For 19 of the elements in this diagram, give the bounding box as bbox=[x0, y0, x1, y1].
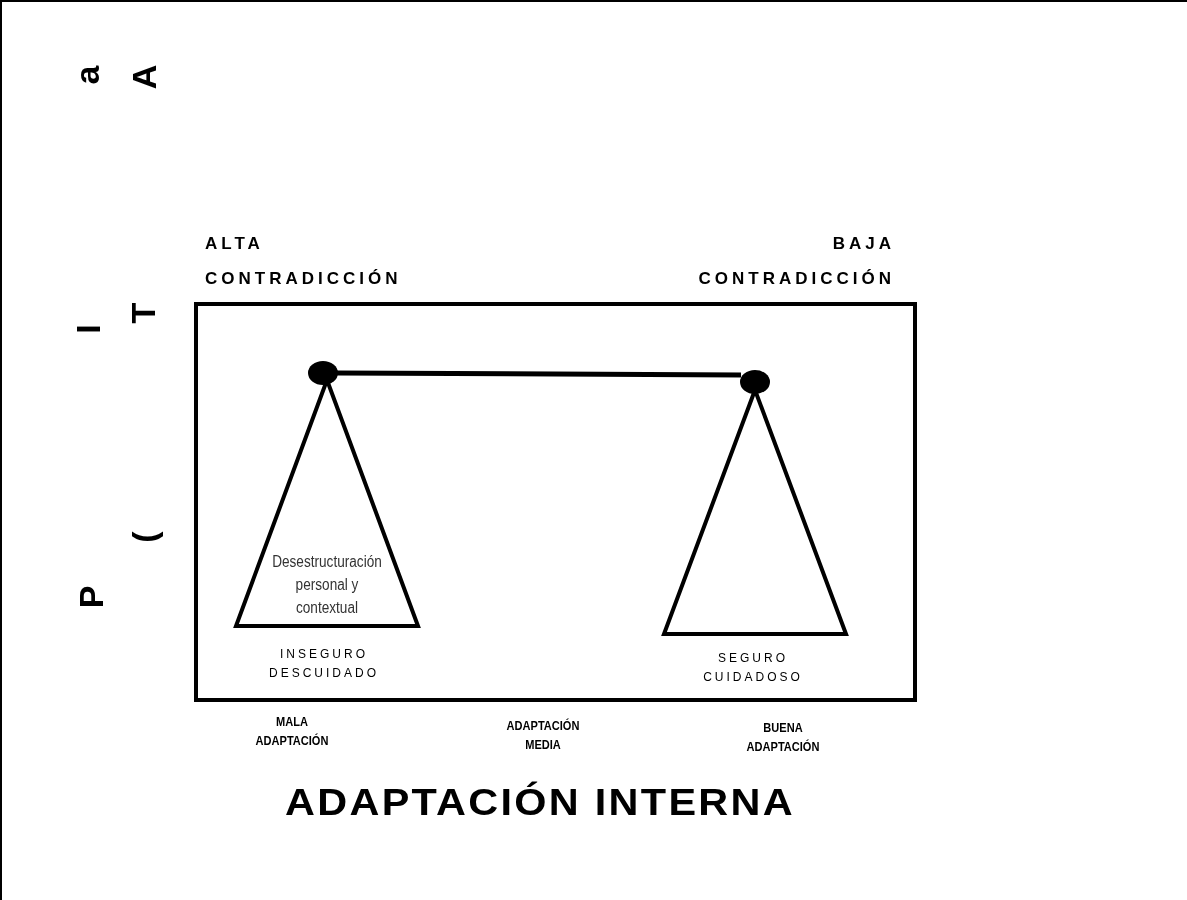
caption-text: SEGURO CUIDADOSO bbox=[702, 650, 804, 686]
pivot-circle bbox=[740, 370, 770, 394]
node-text: Desestructuración personal y contextual bbox=[271, 552, 383, 618]
rotated-letter: a bbox=[70, 65, 105, 85]
caption-text: INSEGURO DESCUIDADO bbox=[268, 646, 380, 682]
pivot-circle bbox=[308, 361, 338, 385]
heading-text: ALTA CONTRADICCIÓN bbox=[205, 233, 403, 290]
scale-label: MALA ADAPTACIÓN bbox=[254, 713, 330, 750]
scale-label: BUENA ADAPTACIÓN bbox=[745, 719, 821, 756]
rotated-letter: I bbox=[70, 324, 105, 334]
rotated-letter: P bbox=[74, 585, 109, 609]
frame-box bbox=[194, 302, 917, 702]
axis-title: ADAPTACIÓN INTERNA bbox=[284, 782, 796, 824]
rotated-letter: T bbox=[126, 302, 161, 324]
rotated-letter: ( bbox=[126, 531, 161, 543]
beam-line bbox=[337, 370, 741, 378]
heading-text: BAJA CONTRADICCIÓN bbox=[697, 233, 895, 290]
rotated-letter: A bbox=[127, 64, 162, 90]
scale-label: ADAPTACIÓN MEDIA bbox=[505, 717, 581, 754]
